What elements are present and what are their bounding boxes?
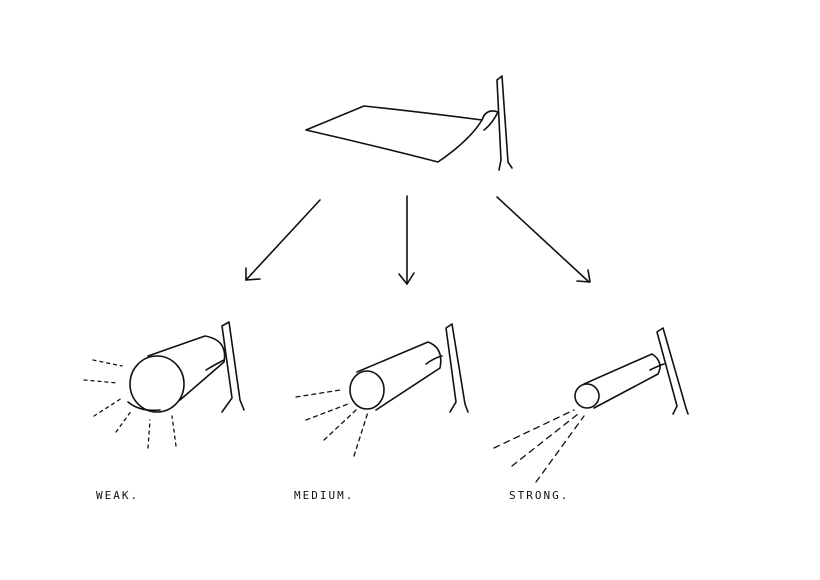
weak-air-lines	[83, 359, 177, 449]
arrow-left	[245, 199, 321, 281]
flat-sheet	[305, 105, 483, 163]
tube-medium	[295, 323, 469, 457]
medium-air-lines	[295, 389, 369, 457]
tube-strong	[493, 327, 689, 483]
hand-strong	[656, 327, 689, 415]
hand-top	[496, 75, 513, 171]
tube-weak	[83, 321, 245, 449]
hand-weak	[221, 321, 245, 413]
arrow-center	[398, 195, 415, 285]
hand-medium	[445, 323, 469, 413]
sheet-curl	[481, 110, 499, 131]
label-weak: WEAK.	[96, 489, 140, 502]
arrow-right	[496, 196, 591, 283]
label-strong: STRONG.	[509, 489, 570, 502]
flat-sheet-with-hand	[305, 75, 513, 171]
strong-air-lines	[493, 409, 585, 483]
label-medium: MEDIUM.	[294, 489, 355, 502]
